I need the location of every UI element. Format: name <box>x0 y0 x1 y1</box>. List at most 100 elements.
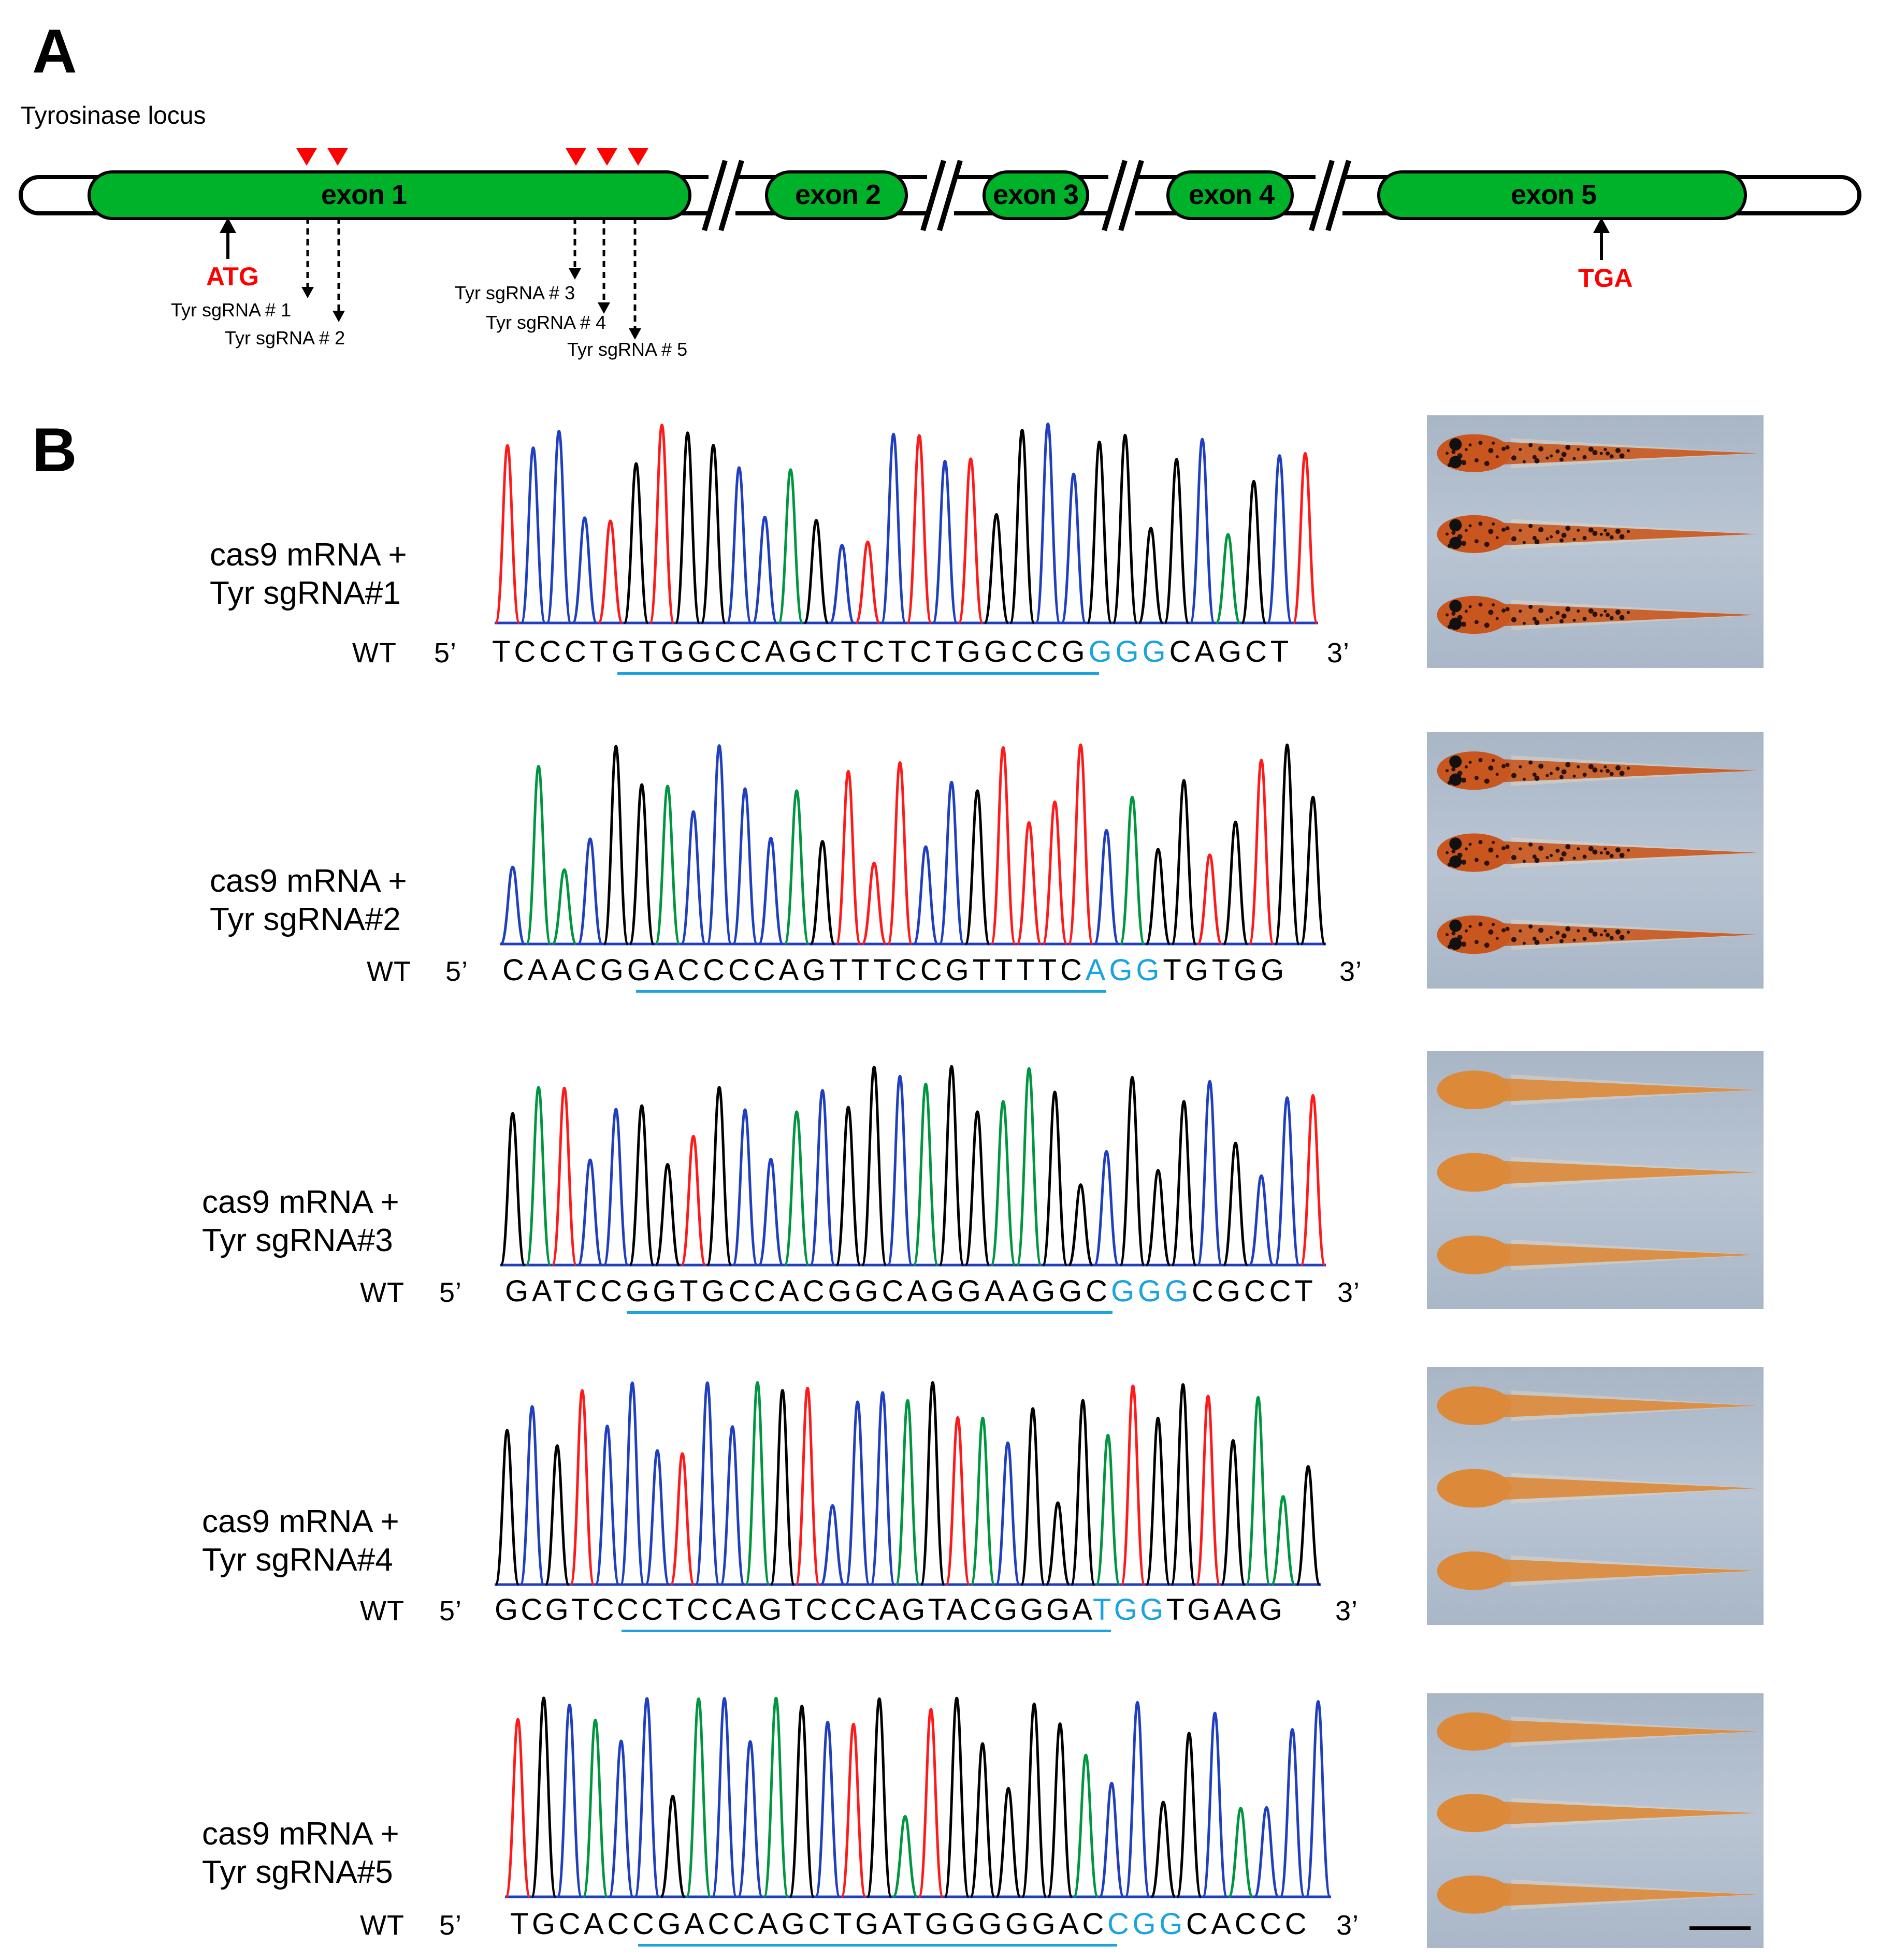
condition-line-2: Tyr sgRNA#3 <box>202 1223 393 1258</box>
trace-peak-T <box>906 434 933 625</box>
larva <box>1437 1070 1757 1110</box>
panel-b-letter: B <box>32 415 77 485</box>
trace-peak-C <box>711 1697 738 1898</box>
trace-peak-C <box>1196 1080 1223 1267</box>
trace-peak-G <box>1240 480 1267 625</box>
trace-peak-G <box>1222 820 1249 946</box>
larva <box>1437 1153 1757 1192</box>
chromatogram-5 <box>505 1696 1331 1898</box>
sequence-target: CAACGGACCCCAGTTTCCGTTTTC <box>502 953 1086 987</box>
trace-peak-C <box>633 1697 660 1898</box>
larva <box>1437 596 1757 634</box>
trace-peak-C <box>500 865 526 946</box>
trace-peak-T <box>551 1086 578 1267</box>
trace-peak-G <box>1021 1702 1048 1898</box>
cut-marker-1 <box>296 148 317 166</box>
condition-line-1: cas9 mRNA + <box>210 863 407 899</box>
trace-peak-C <box>819 1504 846 1586</box>
trace-peak-C <box>1189 438 1216 625</box>
trace-peak-G <box>1170 1383 1196 1586</box>
trace-peak-G <box>1070 1399 1096 1586</box>
pam-sequence: GGG <box>1088 635 1169 669</box>
chromatogram-4 <box>495 1381 1321 1586</box>
trace-peak-A <box>777 468 804 625</box>
exon-3 <box>983 170 1089 220</box>
wt-label: WT <box>352 637 397 669</box>
trace-peak-G <box>835 1106 862 1267</box>
trace-peak-G <box>788 1704 815 1898</box>
sequence-flank: TGAAG <box>1166 1593 1285 1627</box>
condition-label: cas9 mRNA + Tyr sgRNA#1 <box>210 536 407 613</box>
exon-5-label: exon 5 <box>1511 179 1597 210</box>
condition-label: cas9 mRNA + Tyr sgRNA#4 <box>202 1503 399 1579</box>
trace-peak-G <box>500 1112 526 1267</box>
exon-4 <box>1166 170 1294 220</box>
target-underline <box>622 1630 1111 1632</box>
larva <box>1437 1469 1757 1508</box>
trace-peak-G <box>1009 428 1035 625</box>
trace-peak-C <box>1253 1806 1280 1898</box>
tyrosinase-locus-diagram <box>19 148 1861 340</box>
condition-label: cas9 mRNA + Tyr sgRNA#3 <box>202 1183 399 1260</box>
trace-peak-A <box>582 1719 609 1898</box>
larvae-photo-4 <box>1427 1367 1764 1625</box>
target-underline <box>617 672 1099 675</box>
trace-peak-C <box>519 1405 545 1586</box>
target-underline <box>638 1944 1117 1947</box>
sequence-flank: CAGCT <box>1169 635 1293 669</box>
trace-peak-G <box>1145 1416 1171 1586</box>
sequence-target: GATCCGGTGCCACGGCAGGAAGGC <box>505 1274 1111 1308</box>
break-mark-1 <box>702 159 744 231</box>
target-underline <box>636 990 1106 993</box>
trace-peak-T <box>835 770 862 946</box>
wt-sequence: TCCCTGTGGCCAGCTCTCTGGCCGGGGCAGCT <box>492 634 1292 669</box>
condition-line-1: cas9 mRNA + <box>210 537 407 573</box>
scale-bar <box>1689 1926 1751 1930</box>
trace-peak-C <box>719 1425 745 1586</box>
trace-peak-C <box>814 1721 841 1898</box>
trace-peak-G <box>602 745 629 946</box>
trace-peak-T <box>597 519 624 625</box>
trace-peak-G <box>530 1696 557 1898</box>
trace-peak-G <box>943 1696 970 1898</box>
trace-peak-G <box>706 1085 733 1267</box>
row-3: cas9 mRNA + Tyr sgRNA#3 WT 5’ GATCCGGTGC… <box>0 1051 1878 1331</box>
five-prime-label: 5’ <box>439 1910 463 1941</box>
condition-line-1: cas9 mRNA + <box>202 1504 399 1540</box>
exon-2 <box>765 170 908 220</box>
trace-peak-T <box>495 444 521 625</box>
trace-peak-T <box>861 861 888 946</box>
wt-sequence: CAACGGACCCCAGTTTCCGTTTTCAGGTGTGG <box>502 953 1288 988</box>
trace-peak-G <box>1163 458 1190 625</box>
trace-peak-A <box>783 789 810 946</box>
sequence-flank: TGTGG <box>1163 953 1288 987</box>
sequence-target: TGCACCGACCAGCTGATGGGGGAC <box>510 1907 1108 1941</box>
trace-peak-T <box>505 1718 531 1898</box>
trace-peak-T <box>957 457 984 625</box>
sgrna-4-label: Tyr sgRNA # 4 <box>486 312 606 333</box>
trace-peak-C <box>1124 1701 1151 1898</box>
larvae-photo-1 <box>1427 415 1764 668</box>
trace-peak-C <box>577 837 603 946</box>
trace-peak-G <box>803 519 830 625</box>
trace-peak-G <box>544 1444 570 1586</box>
trace-peak-C <box>706 744 733 946</box>
trace-peak-T <box>680 1135 707 1267</box>
target-underline <box>627 1311 1113 1314</box>
trace-peak-G <box>964 789 991 946</box>
trace-peak-C <box>732 1108 758 1267</box>
trace-peak-T <box>1196 853 1223 946</box>
wt-label: WT <box>360 1910 405 1941</box>
trace-peak-A <box>783 1110 810 1267</box>
condition-line-2: Tyr sgRNA#1 <box>210 575 401 611</box>
condition-line-2: Tyr sgRNA#4 <box>202 1542 393 1578</box>
exon-4-label: exon 4 <box>1189 179 1275 210</box>
trace-peak-C <box>680 810 707 946</box>
trace-peak-T <box>648 424 675 625</box>
trace-peak-C <box>1279 1728 1306 1898</box>
break-mark-2 <box>920 159 963 231</box>
three-prime-label: 3’ <box>1337 1277 1361 1308</box>
trace-peak-C <box>1202 1711 1229 1898</box>
trace-peak-A <box>654 785 681 946</box>
larvae-photo-3 <box>1427 1051 1764 1309</box>
